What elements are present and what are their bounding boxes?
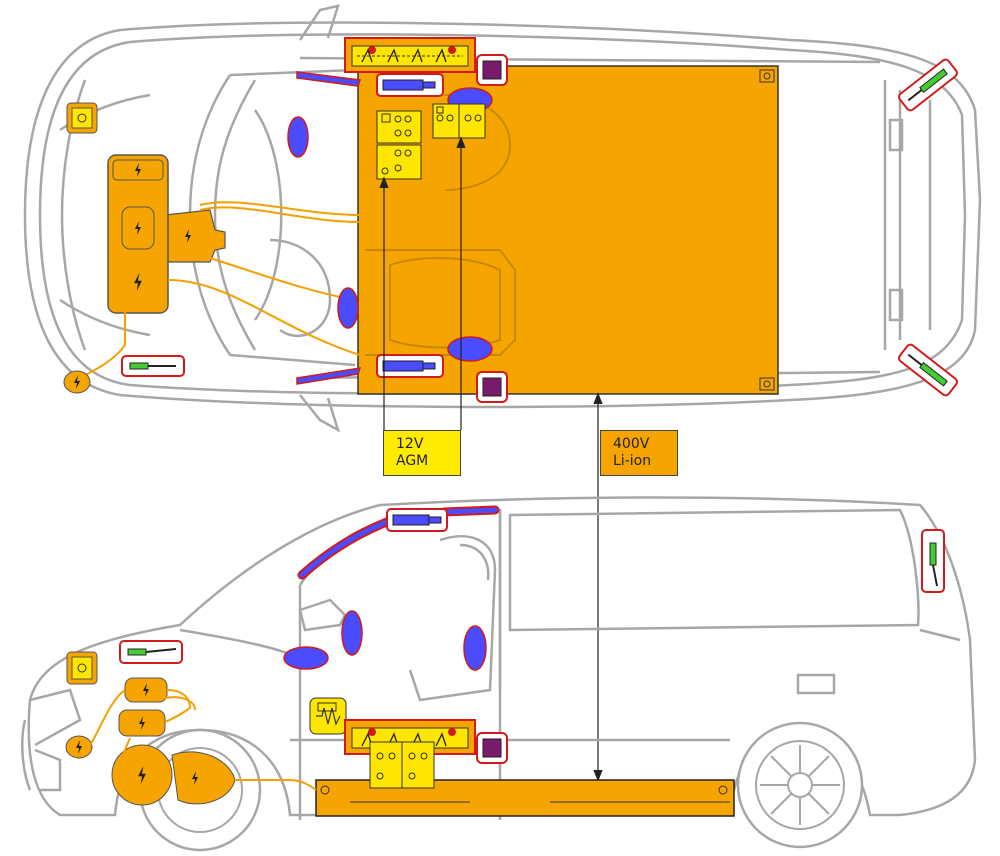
- tensioner-top: [376, 73, 444, 378]
- hv-battery-top: [357, 65, 779, 395]
- control-unit-purple-side: [476, 732, 508, 764]
- curtain-airbag-side: [297, 505, 500, 580]
- label-400v-line2: Li-ion: [613, 453, 652, 469]
- hv-front-module-top: [107, 154, 226, 314]
- fuse-box-top: [66, 102, 98, 134]
- pointer-lines: [379, 136, 603, 782]
- label-12v-agm: 12V AGM: [383, 430, 461, 476]
- hv-front-side: [65, 677, 236, 806]
- battery-12v-side: [369, 741, 435, 789]
- label-12v-line1: 12V: [396, 436, 424, 452]
- control-unit-side: [309, 697, 347, 735]
- label-12v-line2: AGM: [396, 453, 429, 469]
- battery-12v-top: [376, 103, 486, 180]
- gas-struts-top: [121, 58, 958, 397]
- label-400v-li-ion: 400V Li-ion: [600, 430, 678, 476]
- fuse-box-side: [66, 651, 98, 685]
- airbags-side: [283, 610, 487, 671]
- hv-connector-top: [63, 370, 91, 394]
- inflator-strip-top: [344, 37, 476, 73]
- control-units-top: [476, 54, 508, 403]
- gas-struts-side: [119, 529, 945, 664]
- label-400v-line1: 400V: [613, 436, 650, 452]
- hv-cables-side: [89, 689, 317, 791]
